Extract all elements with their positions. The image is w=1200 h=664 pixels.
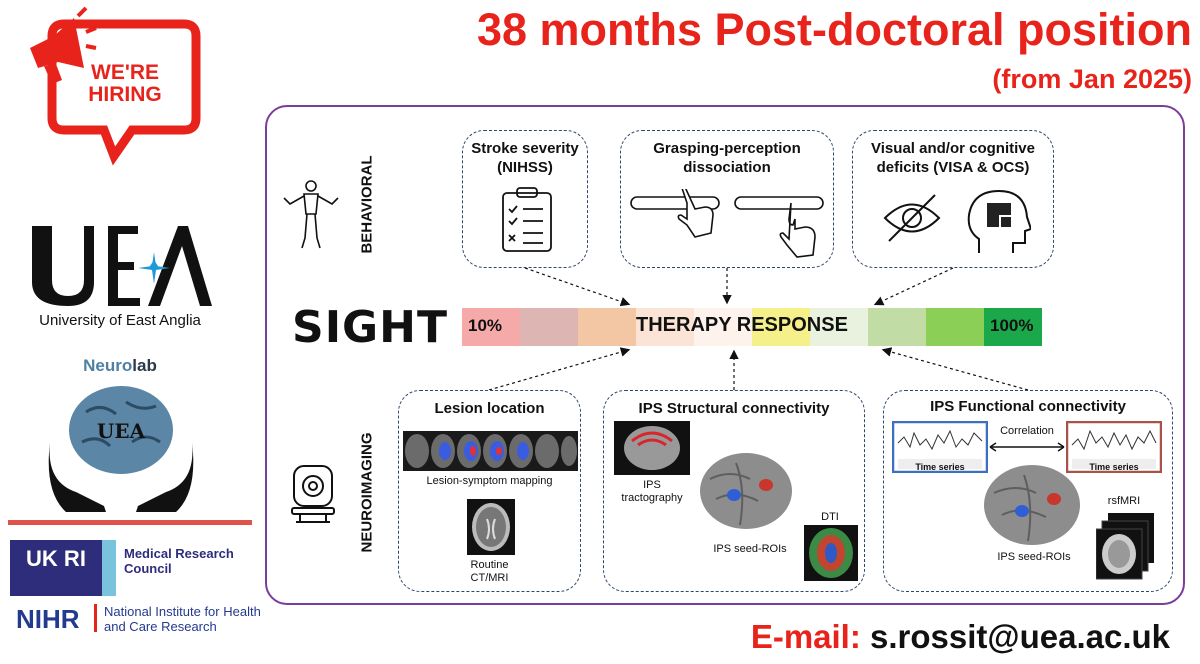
lesion-location-title: Lesion location	[434, 400, 545, 417]
ips-functional-box: IPS Functional connectivity Time series …	[883, 390, 1173, 592]
visual-cognitive-title: Visual and/or cognitive deficits (VISA &…	[871, 140, 1035, 176]
therapy-bar-segment-1	[520, 308, 578, 346]
hiring-badge	[24, 6, 204, 166]
person-figure-icon	[283, 180, 339, 249]
contact-email[interactable]: E-mail: s.rossit@uea.ac.uk	[700, 618, 1170, 656]
correlation-caption: Correlation	[1000, 425, 1054, 437]
tractography-image	[614, 421, 690, 475]
mri-scanner-icon	[291, 465, 335, 523]
rsfmri-caption: rsfMRI	[1107, 495, 1141, 507]
time-series-blue-image	[892, 421, 988, 473]
megaphone-icon	[30, 6, 97, 84]
page-title: 38 months Post-doctoral position	[476, 4, 1192, 55]
email-label: E-mail:	[750, 618, 861, 655]
neurolab-label: Neurolab	[83, 356, 157, 375]
routine-caption: Routine	[470, 559, 509, 571]
ips-structural-title: IPS Structural connectivity	[638, 400, 830, 417]
tractography-caption: tractography	[621, 492, 683, 504]
mrc-name: Medical Research Council	[124, 546, 234, 576]
lesion-map-image	[403, 431, 578, 471]
eye-slash-icon	[883, 194, 941, 242]
ips-seed-func-caption: IPS seed-ROIs	[997, 551, 1071, 563]
hand-pointing-icon	[630, 189, 824, 258]
grasping-perception-title: Grasping-perception dissociation	[653, 140, 801, 176]
ips-functional-title: IPS Functional connectivity	[930, 398, 1126, 415]
brain-functional-icon	[984, 465, 1080, 545]
email-address[interactable]: s.rossit@uea.ac.uk	[870, 618, 1170, 655]
neurolab-logo: UEA	[46, 372, 196, 512]
lesion-location-box: Lesion location Lesion-symptom mapping R…	[398, 390, 581, 592]
therapy-bar-segment-4	[694, 308, 752, 346]
correlation-arrow-icon	[989, 442, 1065, 452]
stroke-severity-title: Stroke severity (NIHSS)	[471, 140, 579, 176]
therapy-bar-segment-5	[752, 308, 810, 346]
time-series-caption-2: Time series	[1089, 462, 1139, 472]
nihr-separator	[94, 604, 97, 632]
sight-logo: SIGHT	[292, 302, 449, 353]
visual-cognitive-box: Visual and/or cognitive deficits (VISA &…	[852, 130, 1054, 268]
therapy-bar-segment-3	[636, 308, 694, 346]
page-subtitle: (from Jan 2025)	[992, 64, 1192, 94]
ct-scan-image	[467, 499, 515, 555]
ips-caption: IPS	[643, 479, 661, 491]
svg-text:UK RI: UK RI	[26, 546, 86, 571]
rsfmri-stack-image	[1096, 513, 1154, 580]
time-series-red-image	[1066, 421, 1162, 473]
therapy-bar-segment-6	[810, 308, 868, 346]
lesion-mapping-caption: Lesion-symptom mapping	[426, 475, 553, 487]
hiring-text: WE'RE HIRING	[88, 61, 162, 106]
therapy-response-bar	[462, 308, 1042, 346]
therapy-bar-segment-0	[462, 308, 520, 346]
diagram-frame	[265, 105, 1185, 605]
brain-3d-icon	[700, 453, 792, 529]
therapy-bar-segment-9	[984, 308, 1042, 346]
ct-mri-caption: CT/MRI	[470, 572, 509, 584]
ips-seed-caption: IPS seed-ROIs	[713, 543, 787, 555]
nihr-logo: NIHR	[16, 604, 80, 634]
funder-divider	[8, 520, 252, 525]
uea-name: University of East Anglia	[39, 312, 201, 329]
checklist-icon	[502, 187, 552, 252]
stroke-severity-box: Stroke severity (NIHSS)	[462, 130, 588, 268]
behavioral-label: BEHAVIORAL	[358, 155, 376, 254]
ukri-logo: UK RI	[10, 540, 102, 596]
therapy-bar-segment-7	[868, 308, 926, 346]
grasping-perception-box: Grasping-perception dissociation	[620, 130, 834, 268]
ips-structural-box: IPS Structural connectivity IPS tractogr…	[603, 390, 865, 592]
dti-image	[804, 525, 858, 581]
therapy-bar-segment-2	[578, 308, 636, 346]
dti-caption: DTI	[821, 511, 839, 523]
therapy-bar-high: 100%	[990, 316, 1034, 335]
neuroimaging-label: NEUROIMAGING	[358, 432, 376, 553]
therapy-bar-low: 10%	[468, 316, 503, 335]
uea-logo	[28, 222, 212, 308]
time-series-caption-1: Time series	[915, 462, 965, 472]
nihr-name: National Institute for Health and Care R…	[104, 604, 261, 634]
therapy-bar-label: THERAPY RESPONSE	[636, 314, 848, 336]
neurolab-mark: UEA	[97, 419, 146, 443]
ukri-stripe	[102, 540, 116, 596]
therapy-bar-segment-8	[926, 308, 984, 346]
head-puzzle-icon	[967, 189, 1031, 253]
